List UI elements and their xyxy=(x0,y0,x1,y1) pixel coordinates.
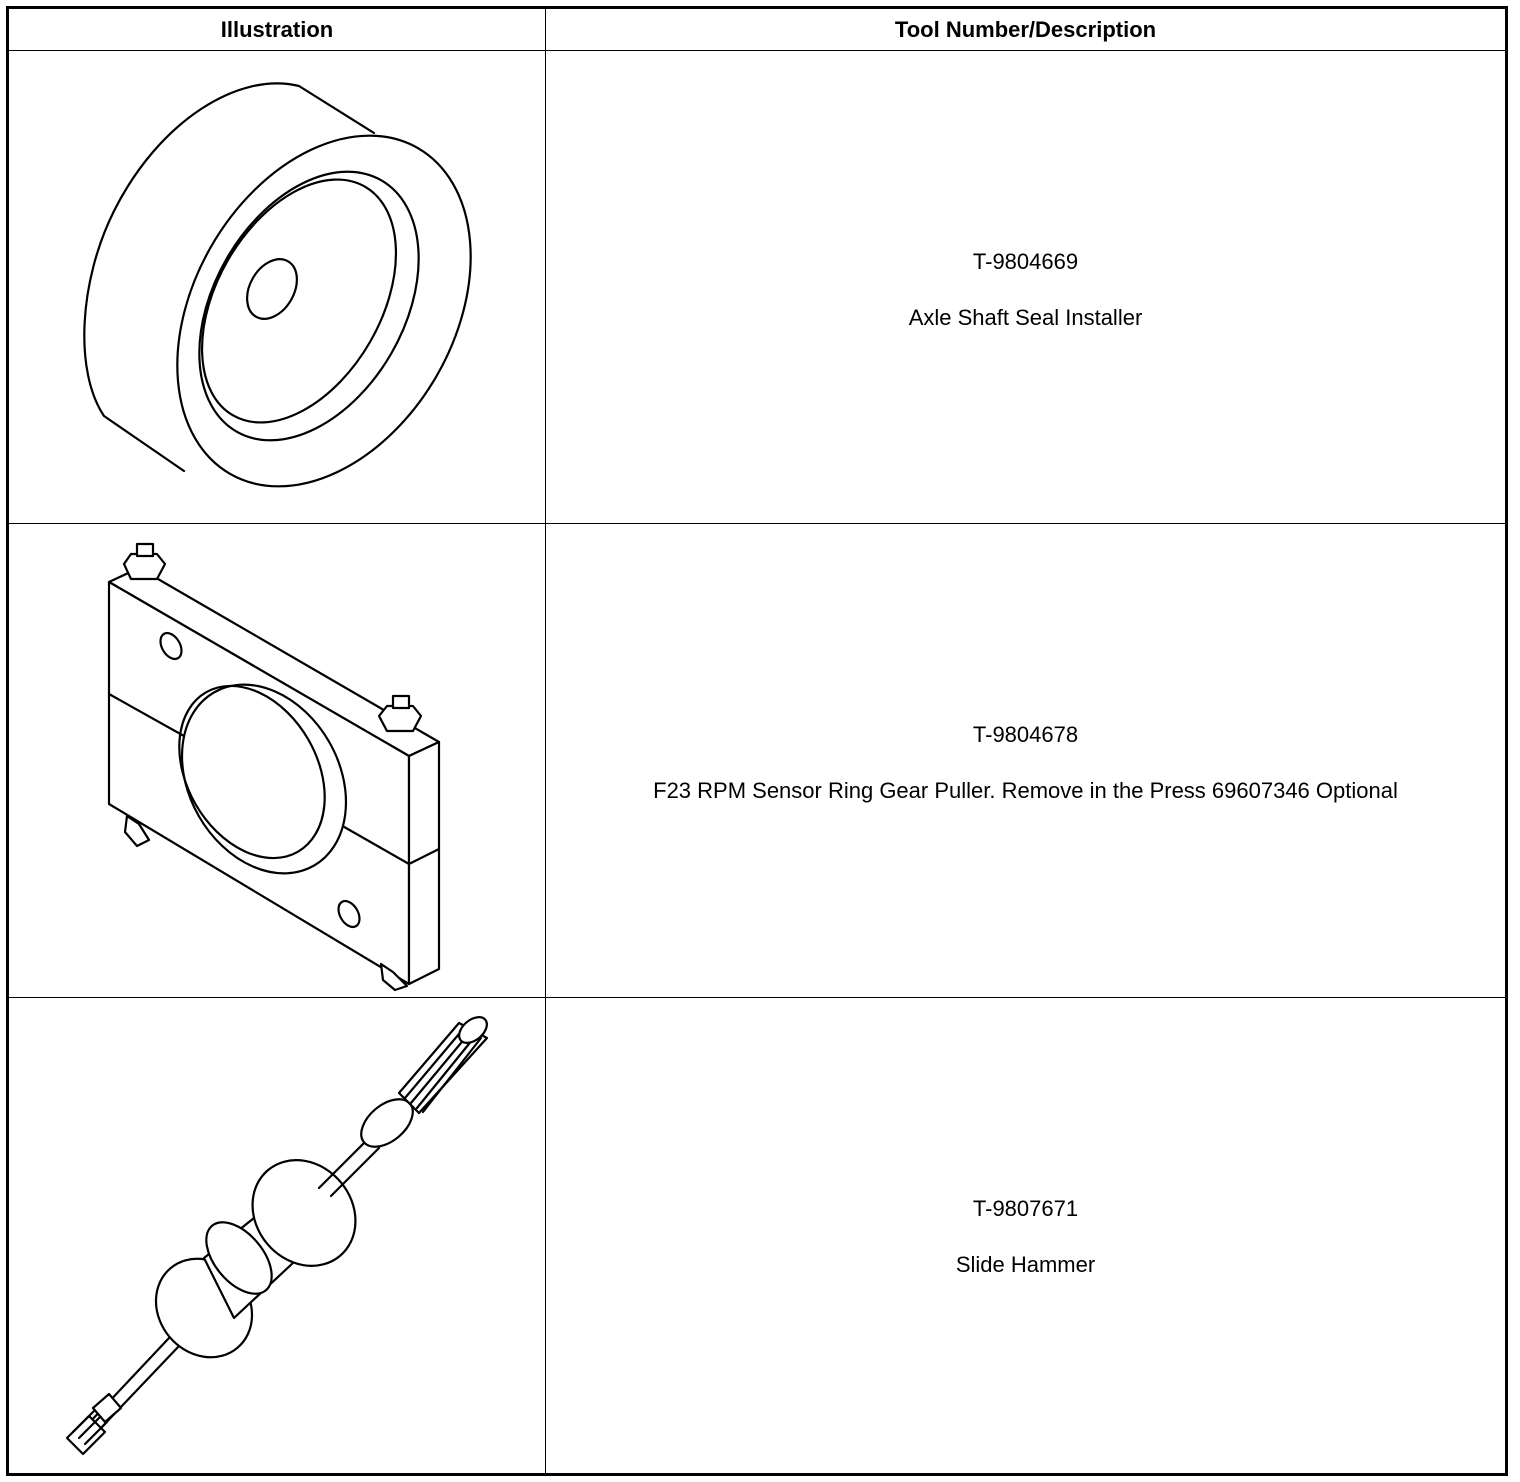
tool-number: T-9807671 xyxy=(972,1196,1079,1221)
tool-number: T-9804669 xyxy=(972,249,1079,274)
tool-description: Axle Shaft Seal Installer xyxy=(908,305,1143,330)
illustration-cell xyxy=(9,524,546,997)
table-row: T-9804678 F23 RPM Sensor Ring Gear Pulle… xyxy=(9,524,1505,998)
special-tools-table: Illustration Tool Number/Description T-9… xyxy=(6,6,1508,1476)
description-cell: T-9807671 Slide Hammer xyxy=(546,998,1505,1473)
ring-gear-puller-icon xyxy=(107,542,441,992)
tool-description: Slide Hammer xyxy=(955,1252,1096,1277)
description-cell: T-9804678 F23 RPM Sensor Ring Gear Pulle… xyxy=(546,524,1505,997)
seal-installer-icon xyxy=(83,82,472,488)
header-illustration: Illustration xyxy=(9,9,546,50)
table-header-row: Illustration Tool Number/Description xyxy=(9,9,1505,51)
table-row: T-9804669 Axle Shaft Seal Installer xyxy=(9,51,1505,524)
tool-number: T-9804678 xyxy=(972,722,1079,747)
illustration-cell xyxy=(9,51,546,523)
header-tool-description: Tool Number/Description xyxy=(894,16,1157,42)
slide-hammer-icon xyxy=(65,1016,489,1456)
table-row: T-9807671 Slide Hammer xyxy=(9,998,1505,1473)
description-cell: T-9804669 Axle Shaft Seal Installer xyxy=(546,51,1505,523)
illustration-cell xyxy=(9,998,546,1473)
tool-description: F23 RPM Sensor Ring Gear Puller. Remove … xyxy=(653,778,1398,803)
